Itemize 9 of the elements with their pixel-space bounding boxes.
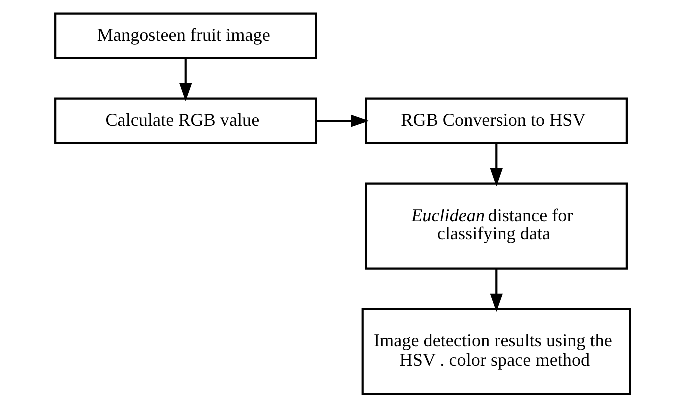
arrow — [316, 114, 369, 128]
node-box: RGB Conversion to HSV — [364, 98, 628, 144]
arrow — [179, 58, 192, 102]
arrow — [490, 269, 502, 312]
node-box: Mangosteen fruit image — [54, 12, 317, 60]
arrow — [490, 144, 502, 187]
node-box: Image detection results using the HSV . color space method — [361, 308, 631, 396]
node-box: Euclidean distance for classifying data — [364, 182, 628, 270]
node-box: Calculate RGB value — [54, 98, 317, 144]
